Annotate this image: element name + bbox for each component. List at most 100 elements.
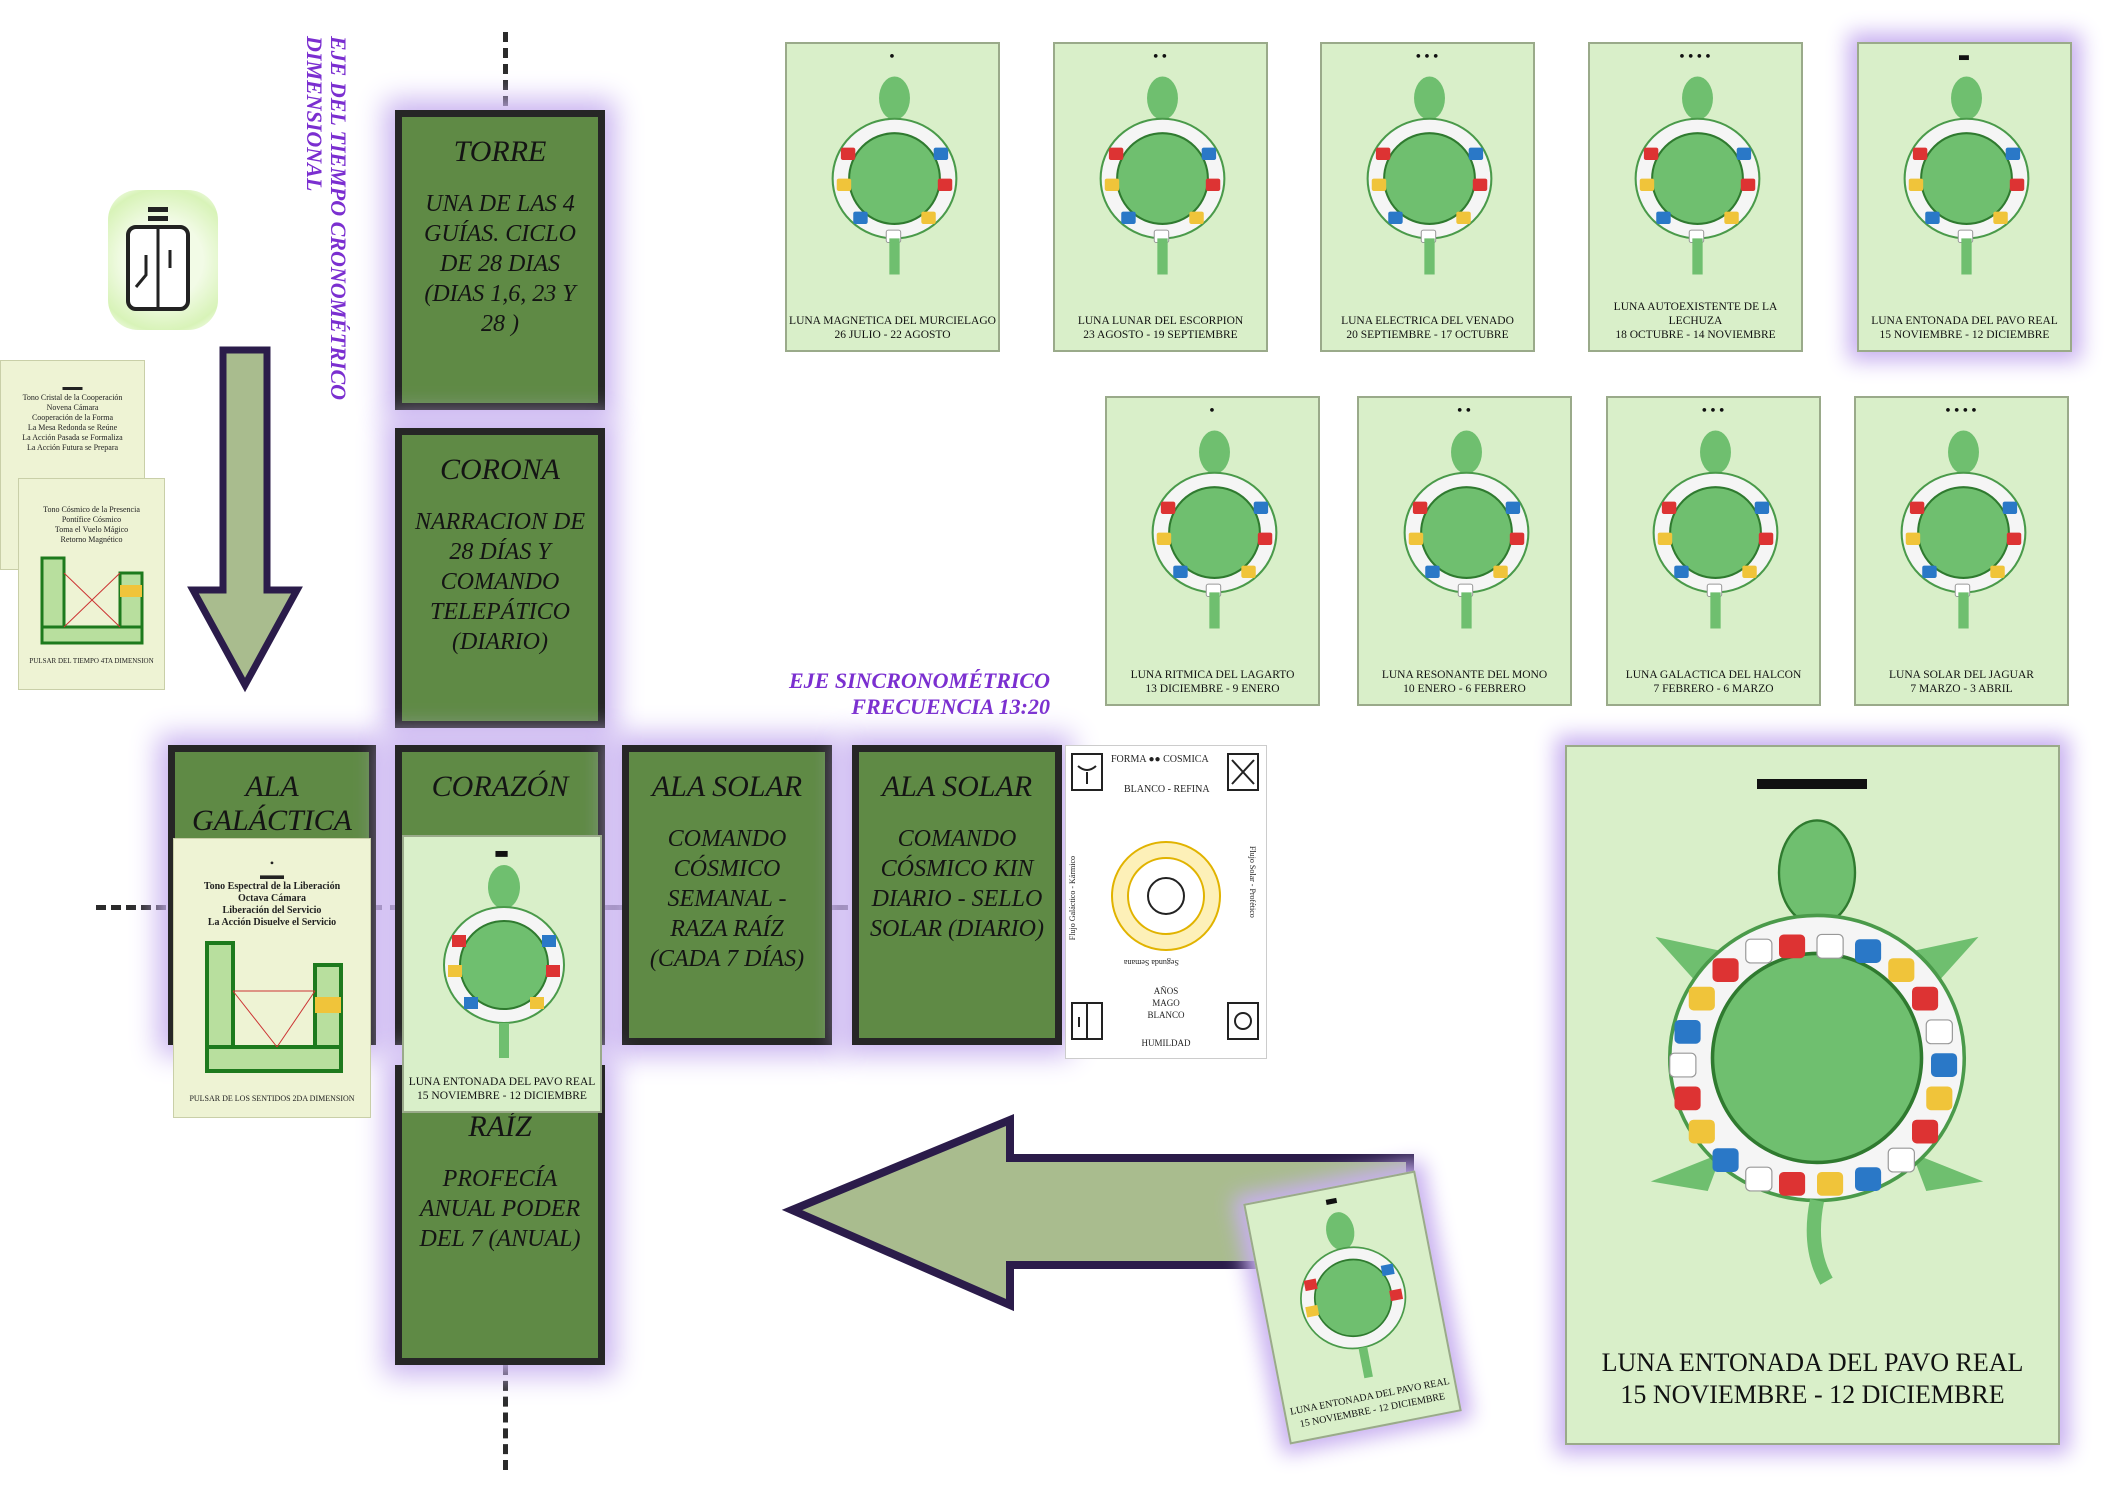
- moon-card-name: LUNA ELECTRICA DEL VENADO: [1341, 315, 1514, 327]
- moon-card: •••• LUNA AUTOEXISTENTE DE LA LECHUZA 18…: [1588, 42, 1803, 352]
- corazon-title: CORAZÓN: [431, 770, 569, 803]
- vertical-axis-label-line2: DIMENSIONAL: [302, 36, 327, 192]
- pulsar-front-diagram-icon: [205, 941, 343, 1073]
- corona-text: NARRACION DE 28 DÍAS Y COMANDO TELEPÁTIC…: [415, 509, 585, 655]
- moon-card-name: LUNA AUTOEXISTENTE DE LA LECHUZA: [1613, 301, 1778, 327]
- down-arrow-icon: [187, 346, 303, 693]
- moon-card-tone-icon: ••••: [1678, 50, 1713, 65]
- center-card-name: LUNA ENTONADA DEL PAVO REAL: [408, 1076, 596, 1088]
- oracle-card: FORMA ●● COSMICA BLANCO - REFINA Flujo G…: [1065, 745, 1267, 1059]
- door-glyph-icon: [126, 207, 190, 311]
- ala-solar-1-text: COMANDO CÓSMICO SEMANAL - RAZA RAÍZ (CAD…: [649, 826, 805, 972]
- moon-card-dates: 15 NOVIEMBRE - 12 DICIEMBRE: [1879, 329, 2050, 341]
- tone-mid-line: Toma el Vuelo Mágico: [54, 525, 129, 534]
- center-moon-card: ▬ LUNA ENTONADA DEL PAVO REAL 15 NOVIEMB…: [402, 835, 602, 1113]
- vertical-axis-line-bottom: [503, 1365, 508, 1470]
- tone-card-front: •▬▬ Tono Espectral de la Liberación Octa…: [173, 838, 371, 1118]
- moon-card: • LUNA RITMICA DEL LAGARTO 13 DICIEMBRE …: [1105, 396, 1320, 706]
- tone-front-footer: PULSAR DE LOS SENTIDOS 2DA DIMENSION: [189, 1094, 355, 1103]
- horizontal-axis-label: EJE SINCRONOMÉTRICO FRECUENCIA 13:20: [700, 668, 1050, 720]
- ala-solar-box-1: ALA SOLAR COMANDO CÓSMICO SEMANAL - RAZA…: [622, 745, 832, 1045]
- moon-card: ••• LUNA ELECTRICA DEL VENADO 20 SEPTIEM…: [1320, 42, 1535, 352]
- moon-card: • LUNA MAGNETICA DEL MURCIELAGO 26 JULIO…: [785, 42, 1000, 352]
- moon-card-caption: LUNA SOLAR DEL JAGUAR 7 MARZO - 3 ABRIL: [1856, 668, 2067, 696]
- center-card-dates: 15 NOVIEMBRE - 12 DICIEMBRE: [417, 1090, 587, 1102]
- moon-card: ▬ LUNA ENTONADA DEL PAVO REAL 15 NOVIEMB…: [1857, 42, 2072, 352]
- moon-card: •••• LUNA SOLAR DEL JAGUAR 7 MARZO - 3 A…: [1854, 396, 2069, 706]
- tilted-turtle-icon: [1300, 1212, 1407, 1379]
- moon-card: •• LUNA LUNAR DEL ESCORPION 23 AGOSTO - …: [1053, 42, 1268, 352]
- moon-card-name: LUNA SOLAR DEL JAGUAR: [1889, 669, 2034, 681]
- ala-galactica-title: ALA GALÁCTICA: [191, 770, 353, 837]
- oracle-bottom-3: BLANCO: [1147, 1010, 1185, 1020]
- tone-top-line: La Acción Futura se Prepara: [26, 443, 119, 452]
- tilted-moon-card: ▬ LUNA ENTONADA DEL PAVO REAL 15 NOVIEMB…: [1243, 1170, 1462, 1445]
- moon-card-tone-icon: •••: [1700, 404, 1727, 419]
- center-card-bar-icon: ▬: [493, 843, 511, 862]
- big-card-bar-icon: [1757, 779, 1867, 789]
- moon-card-caption: LUNA LUNAR DEL ESCORPION 23 AGOSTO - 19 …: [1055, 314, 1266, 342]
- horizontal-axis-line-left: [96, 905, 166, 910]
- moon-card-dates: 20 SEPTIEMBRE - 17 OCTUBRE: [1346, 329, 1509, 341]
- corona-box: CORONA NARRACION DE 28 DÍAS Y COMANDO TE…: [395, 428, 605, 728]
- moon-turtle-icon: [1903, 76, 2030, 275]
- moon-card-tone-icon: •: [888, 50, 897, 65]
- moon-card-tone-icon: ••••: [1944, 404, 1979, 419]
- oracle-seal-bottom-left-icon: [1071, 1002, 1103, 1040]
- moon-card-dates: 26 JULIO - 22 AGOSTO: [834, 329, 951, 341]
- oracle-wheel-icon: [1111, 841, 1221, 951]
- oracle-seal-top-right-icon: [1227, 753, 1259, 791]
- moon-card-dates: 7 MARZO - 3 ABRIL: [1910, 683, 2013, 695]
- tone-front-line: Liberación del Servicio: [222, 905, 322, 916]
- big-card-name: LUNA ENTONADA DEL PAVO REAL: [1601, 1348, 2024, 1377]
- oracle-top: FORMA ●● COSMICA: [1111, 754, 1209, 765]
- moon-card: ••• LUNA GALACTICA DEL HALCON 7 FEBRERO …: [1606, 396, 1821, 706]
- ala-solar-box-2: ALA SOLAR COMANDO CÓSMICO KIN DIARIO - S…: [852, 745, 1062, 1045]
- moon-card-caption: LUNA ENTONADA DEL PAVO REAL 15 NOVIEMBRE…: [1859, 314, 2070, 342]
- moon-turtle-icon: [1099, 76, 1226, 275]
- vertical-axis-label: EJE DEL TIEMPO CRONOMÉTRICO DIMENSIONAL: [302, 36, 351, 401]
- oracle-sub: BLANCO - REFINA: [1124, 784, 1210, 795]
- moon-card-caption: LUNA AUTOEXISTENTE DE LA LECHUZA 18 OCTU…: [1590, 300, 1801, 342]
- corona-title: CORONA: [440, 453, 560, 486]
- oracle-bottom-1: AÑOS: [1153, 986, 1179, 996]
- moon-card-caption: LUNA GALACTICA DEL HALCON 7 FEBRERO - 6 …: [1608, 668, 1819, 696]
- moon-card: •• LUNA RESONANTE DEL MONO 10 ENERO - 6 …: [1357, 396, 1572, 706]
- tone-top-line: Cooperación de la Forma: [31, 413, 114, 422]
- moon-turtle-icon: [1652, 430, 1779, 629]
- raiz-title: RAÍZ: [468, 1110, 532, 1143]
- tone-mid-line: Pontífice Cósmico: [61, 515, 122, 524]
- moon-card-caption: LUNA MAGNETICA DEL MURCIELAGO 26 JULIO -…: [787, 314, 998, 342]
- big-card-caption: LUNA ENTONADA DEL PAVO REAL 15 NOVIEMBRE…: [1567, 1347, 2058, 1411]
- tone-top-dashes-icon: ▬▬: [62, 382, 83, 393]
- tone-mid-line: Retorno Magnético: [60, 535, 123, 544]
- oracle-center-top: Segunda Semana: [1124, 958, 1179, 967]
- tone-top-line: La Acción Pasada se Formaliza: [22, 433, 123, 442]
- turtle-icon: [443, 865, 565, 1058]
- moon-card-caption: LUNA ELECTRICA DEL VENADO 20 SEPTIEMBRE …: [1322, 314, 1533, 342]
- oracle-right: Flujo Solar - Profético: [1248, 846, 1257, 918]
- ala-solar-1-title: ALA SOLAR: [651, 770, 803, 803]
- moon-turtle-icon: [1634, 76, 1761, 275]
- moon-card-name: LUNA MAGNETICA DEL MURCIELAGO: [789, 315, 996, 327]
- moon-card-caption: LUNA RESONANTE DEL MONO 10 ENERO - 6 FEB…: [1359, 668, 1570, 696]
- oracle-left: Flujo Galáctico - Kármico: [1068, 856, 1077, 941]
- ala-solar-2-title: ALA SOLAR: [881, 770, 1033, 803]
- tone-front-line: La Acción Disuelve el Servicio: [207, 917, 337, 928]
- big-card-dates: 15 NOVIEMBRE - 12 DICIEMBRE: [1620, 1380, 2005, 1409]
- vertical-axis-label-line1: EJE DEL TIEMPO CRONOMÉTRICO: [326, 36, 351, 401]
- moon-card-dates: 13 DICIEMBRE - 9 ENERO: [1145, 683, 1280, 695]
- tone-card-middle: Tono Cósmico de la Presencia Pontífice C…: [18, 478, 165, 690]
- moon-card-dates: 18 OCTUBRE - 14 NOVIEMBRE: [1615, 329, 1776, 341]
- moon-turtle-icon: [1900, 430, 2027, 629]
- moon-turtle-icon: [1403, 430, 1530, 629]
- horizontal-axis-label-line1: EJE SINCRONOMÉTRICO: [788, 668, 1050, 693]
- moon-card-name: LUNA RITMICA DEL LAGARTO: [1130, 669, 1295, 681]
- pulsar-diagram-icon: [40, 556, 143, 645]
- moon-card-dates: 7 FEBRERO - 6 MARZO: [1653, 683, 1774, 695]
- moon-card-tone-icon: ••: [1455, 404, 1474, 419]
- horizontal-axis-line-mid: [372, 905, 400, 910]
- horizontal-axis-line-mid3: [828, 905, 848, 910]
- tone-top-line: Novena Cámara: [46, 403, 99, 412]
- big-moon-card: LUNA ENTONADA DEL PAVO REAL 15 NOVIEMBRE…: [1565, 745, 2060, 1445]
